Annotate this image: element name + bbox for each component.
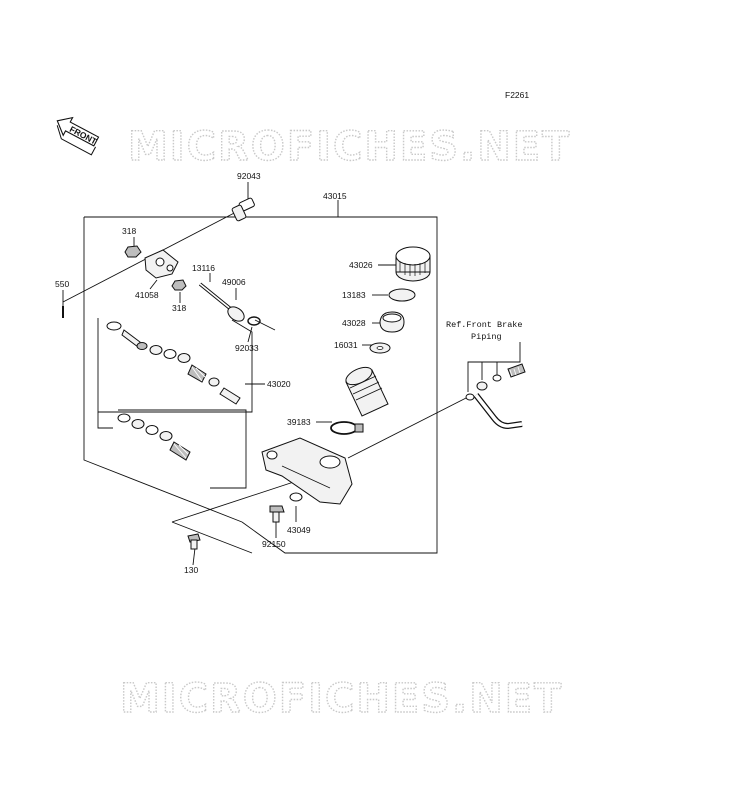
callout-550: 550	[55, 279, 69, 289]
callout-43020: 43020	[267, 379, 291, 389]
washer-43049-icon	[289, 492, 303, 502]
leader-92033	[247, 326, 253, 343]
pin-92043-icon	[231, 197, 255, 222]
nut-318-lower-icon	[171, 279, 187, 291]
callout-41058: 41058	[135, 290, 159, 300]
watermark-top: MICROFICHES.NET	[128, 124, 571, 170]
master-cylinder-body-icon	[261, 437, 353, 505]
callout-39183: 39183	[287, 417, 311, 427]
plate-13183-icon	[388, 288, 416, 302]
bolt-92150-icon	[269, 505, 285, 523]
callout-16031: 16031	[334, 340, 358, 350]
leader-130-base	[171, 521, 253, 554]
figure-code: F2261	[505, 90, 529, 100]
reference-label-line2: Piping	[471, 332, 502, 342]
callout-13116: 13116	[192, 263, 215, 273]
callout-43049: 43049	[287, 525, 311, 535]
callout-43026: 43026	[349, 260, 373, 270]
callout-43028: 43028	[342, 318, 366, 328]
brake-pipe-icon	[465, 363, 526, 430]
callout-13183: 13183	[342, 290, 366, 300]
kit-43020-lower-parts	[117, 413, 191, 461]
front-arrow-label: FRONT	[68, 124, 99, 147]
leader-41058	[149, 279, 158, 290]
leader-ref-bracket	[467, 342, 521, 392]
callout-318-lower: 318	[172, 303, 186, 313]
clamp-39183-icon	[330, 421, 364, 435]
callout-92033: 92033	[235, 343, 259, 353]
callout-49006: 49006	[222, 277, 246, 287]
assembly-outline-left	[83, 217, 243, 523]
diaphragm-43028-icon	[379, 311, 405, 333]
callout-130: 130	[184, 565, 198, 575]
boot-49006-icon	[227, 306, 245, 322]
leader-92033-b	[254, 319, 276, 331]
reference-label-line1: Ref.Front Brake	[446, 320, 523, 330]
nut-318-upper-icon	[124, 245, 142, 258]
clevis-41058-icon	[144, 249, 179, 279]
subkit-outline-lower	[118, 409, 247, 489]
kit-43020-upper-parts	[106, 321, 241, 405]
callout-92150: 92150	[262, 539, 286, 549]
front-arrow-icon: FRONT	[56, 116, 100, 156]
reservoir-tube-icon	[345, 366, 389, 417]
subkit-outline-upper	[97, 318, 253, 413]
leader-ref-piping	[347, 395, 471, 459]
subkit-outline-upper-l	[97, 412, 113, 429]
washer-16031-icon	[369, 342, 391, 354]
callout-318-upper: 318	[122, 226, 136, 236]
rod-13116-icon	[198, 282, 234, 312]
bolt-130-icon	[187, 533, 201, 550]
callout-92043: 92043	[237, 171, 261, 181]
snap-ring-92033-icon	[247, 316, 261, 326]
leader-130	[192, 547, 196, 566]
assembly-outline	[84, 216, 438, 554]
callout-43015: 43015	[323, 191, 347, 201]
cap-43026-icon	[395, 246, 431, 282]
watermark-bottom: MICROFICHES.NET	[120, 676, 563, 722]
